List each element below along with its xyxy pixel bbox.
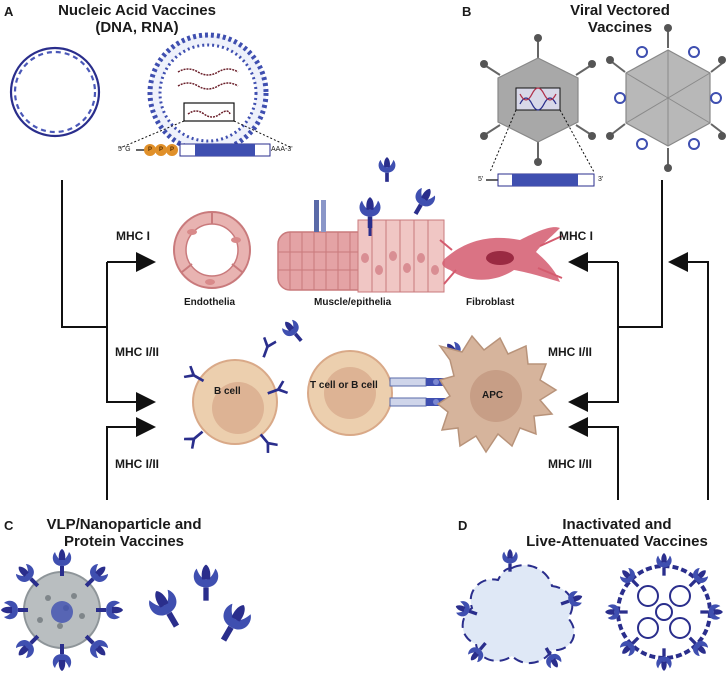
panel-b-title-line1: Viral Vectored bbox=[570, 2, 670, 19]
dna-plasmid-icon bbox=[9, 46, 101, 138]
mhc-label-right-bottom: MHC I/II bbox=[548, 457, 592, 471]
panel-c-letter: C bbox=[4, 518, 14, 533]
arrow-right-mhc1-outer bbox=[668, 252, 688, 272]
mhc-label-left-bottom: MHC I/II bbox=[115, 457, 159, 471]
arrowheads bbox=[136, 252, 688, 437]
endothelia-label: Endothelia bbox=[184, 297, 236, 308]
muscle-epithelia-icon bbox=[277, 197, 445, 293]
protein-antigen-icon bbox=[144, 564, 256, 648]
mhc-label-right-top: MHC I bbox=[559, 229, 593, 243]
connector-lines bbox=[61, 180, 709, 500]
vector-five-prime-label: 5' bbox=[478, 176, 484, 183]
spike-protein-icon-1 bbox=[378, 157, 396, 182]
vector-three-prime-label: 3' bbox=[598, 176, 604, 183]
panel-d-title-line1: Inactivated and bbox=[562, 516, 672, 533]
fibroblast-label: Fibroblast bbox=[466, 297, 515, 308]
inactivated-virus-icon bbox=[453, 549, 585, 672]
mhc-label-left-mid: MHC I/II bbox=[115, 345, 159, 359]
cap-p-3: P bbox=[170, 147, 175, 153]
arrow-left-mhc12-top bbox=[136, 392, 156, 412]
mhc-label-right-mid: MHC I/II bbox=[548, 345, 592, 359]
t-or-b-cell-label: T cell or B cell bbox=[310, 380, 378, 391]
mrna-five-prime-label: 5' G bbox=[118, 146, 131, 153]
vector-construct bbox=[486, 173, 595, 187]
vlp-nanoparticle-icon bbox=[1, 549, 123, 671]
panel-d-letter: D bbox=[458, 518, 468, 533]
apc-icon bbox=[436, 334, 558, 454]
panel-c-title-line1: VLP/Nanoparticle and bbox=[46, 516, 202, 533]
panel-b-title: Viral Vectored Vaccines bbox=[540, 2, 700, 36]
arrow-right-mhc12-top bbox=[568, 392, 588, 412]
b-cell-label: B cell bbox=[214, 386, 241, 397]
panel-b-letter: B bbox=[462, 4, 472, 19]
panel-a-title: Nucleic Acid Vaccines (DNA, RNA) bbox=[22, 2, 252, 36]
muscle-epithelia-label: Muscle/epithelia bbox=[314, 297, 392, 308]
adenovirus-vector-icon bbox=[480, 34, 596, 173]
panel-a-title-line2: (DNA, RNA) bbox=[95, 19, 179, 36]
cap-p-1: P bbox=[148, 147, 153, 153]
endothelia-icon bbox=[173, 211, 251, 289]
tcr-mhc-synapse bbox=[389, 377, 450, 407]
viral-capsid-icon bbox=[606, 24, 726, 172]
live-attenuated-virus-icon bbox=[605, 553, 723, 671]
mhc-label-left-top: MHC I bbox=[116, 229, 150, 243]
mrna-poly-a-label: AAA-3' bbox=[271, 146, 293, 153]
arrow-left-mhc12-bottom bbox=[136, 417, 156, 437]
lipid-nanoparticle-icon bbox=[147, 32, 269, 154]
panel-d-title: Inactivated and Live-Attenuated Vaccines bbox=[508, 516, 726, 550]
panel-c-title-line2: Protein Vaccines bbox=[63, 533, 185, 550]
cap-p-2: P bbox=[159, 147, 164, 153]
panel-b-title-line2: Vaccines bbox=[587, 19, 653, 36]
phosphate-cap-1 bbox=[144, 144, 156, 156]
apc-label: APC bbox=[482, 390, 504, 401]
arrow-right-mhc12-bottom bbox=[568, 417, 588, 437]
arrow-left-mhc1 bbox=[136, 252, 156, 272]
mrna-construct bbox=[119, 120, 293, 157]
phosphate-cap-2 bbox=[155, 144, 167, 156]
spike-protein-icon-3 bbox=[278, 316, 308, 347]
panel-a-title-line1: Nucleic Acid Vaccines bbox=[58, 2, 216, 19]
panel-c-title: VLP/Nanoparticle and Protein Vaccines bbox=[24, 516, 224, 550]
panel-a-letter: A bbox=[4, 4, 14, 19]
fibroblast-icon bbox=[439, 227, 563, 285]
b-cell-icon bbox=[182, 336, 289, 455]
panel-d-title-line2: Live-Attenuated Vaccines bbox=[526, 533, 708, 550]
spike-protein-icon-2 bbox=[406, 184, 439, 219]
phosphate-cap-3 bbox=[166, 144, 178, 156]
arrow-right-mhc1 bbox=[568, 252, 588, 272]
t-or-b-cell-icon bbox=[307, 350, 393, 436]
